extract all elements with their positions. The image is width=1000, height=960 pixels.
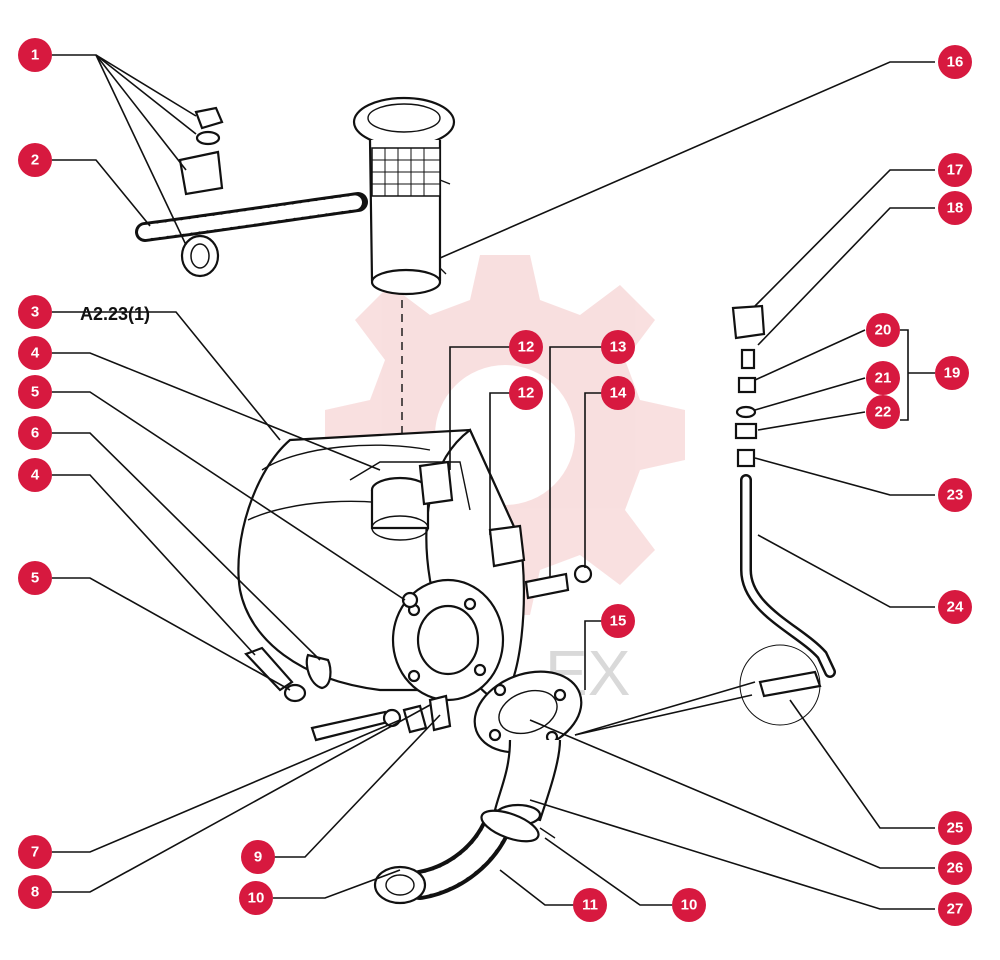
pre-cleaner	[352, 96, 456, 296]
corrugated-hose	[135, 192, 368, 242]
callout-1: 1	[18, 38, 52, 72]
svg-text:9: 9	[254, 849, 262, 866]
callout-24: 24	[938, 590, 972, 624]
callout-20: 20	[866, 313, 900, 347]
hose-clamp-assembly	[178, 106, 224, 278]
bolts-washers	[244, 564, 593, 742]
leader-lines	[52, 54, 935, 910]
svg-text:25: 25	[947, 820, 964, 837]
callout-15: 15	[601, 604, 635, 638]
svg-text:5: 5	[31, 570, 39, 587]
callout-10: 10	[239, 881, 273, 915]
svg-text:4: 4	[31, 467, 40, 484]
callout-19: 19	[935, 356, 969, 390]
callout-21: 21	[866, 361, 900, 395]
svg-text:23: 23	[947, 487, 964, 504]
callout-23: 23	[938, 478, 972, 512]
callout-9: 9	[241, 840, 275, 874]
svg-text:10: 10	[248, 890, 265, 907]
svg-text:22: 22	[875, 404, 892, 421]
svg-text:14: 14	[610, 385, 627, 402]
air-cleaner-housing	[237, 428, 526, 702]
svg-text:27: 27	[947, 901, 964, 918]
callout-26: 26	[938, 851, 972, 885]
svg-text:12: 12	[518, 385, 535, 402]
svg-text:4: 4	[31, 345, 40, 362]
callout-5b: 5	[18, 561, 52, 595]
svg-text:16: 16	[947, 54, 964, 71]
callout-14: 14	[601, 376, 635, 410]
svg-text:7: 7	[31, 844, 39, 861]
callout-12b: 12	[509, 376, 543, 410]
svg-text:12: 12	[518, 339, 535, 356]
svg-text:1: 1	[31, 47, 39, 64]
callout-25: 25	[938, 811, 972, 845]
callout-11: 11	[573, 888, 607, 922]
callout-10b: 10	[672, 888, 706, 922]
svg-text:6: 6	[31, 425, 39, 442]
callout-5: 5	[18, 375, 52, 409]
callout-4: 4	[18, 336, 52, 370]
svg-text:8: 8	[31, 884, 39, 901]
callout-7: 7	[18, 835, 52, 869]
svg-text:11: 11	[582, 897, 598, 914]
callout-6: 6	[18, 416, 52, 450]
svg-text:10: 10	[681, 897, 698, 914]
svg-text:17: 17	[947, 162, 964, 179]
svg-text:19: 19	[944, 365, 961, 382]
pressure-switch-line	[731, 304, 836, 726]
callout-13: 13	[601, 330, 635, 364]
callout-27: 27	[938, 892, 972, 926]
callout-17: 17	[938, 153, 972, 187]
callout-12: 12	[509, 330, 543, 364]
lower-hose	[373, 809, 556, 905]
svg-text:20: 20	[875, 322, 892, 339]
svg-text:5: 5	[31, 384, 39, 401]
callout-2: 2	[18, 143, 52, 177]
callout-18: 18	[938, 191, 972, 225]
reference-label: A2.23(1)	[80, 304, 150, 324]
svg-text:15: 15	[610, 613, 627, 630]
svg-text:13: 13	[610, 339, 627, 356]
callout-3: 3	[18, 295, 52, 329]
svg-text:3: 3	[31, 304, 39, 321]
svg-text:18: 18	[947, 200, 964, 217]
callout-4b: 4	[18, 458, 52, 492]
svg-text:2: 2	[31, 152, 39, 169]
svg-text:21: 21	[875, 370, 892, 387]
callout-16: 16	[938, 45, 972, 79]
callout-22: 22	[866, 395, 900, 429]
callout-8: 8	[18, 875, 52, 909]
svg-text:26: 26	[947, 860, 964, 877]
outlet-elbow	[473, 670, 583, 827]
svg-text:24: 24	[947, 599, 964, 616]
